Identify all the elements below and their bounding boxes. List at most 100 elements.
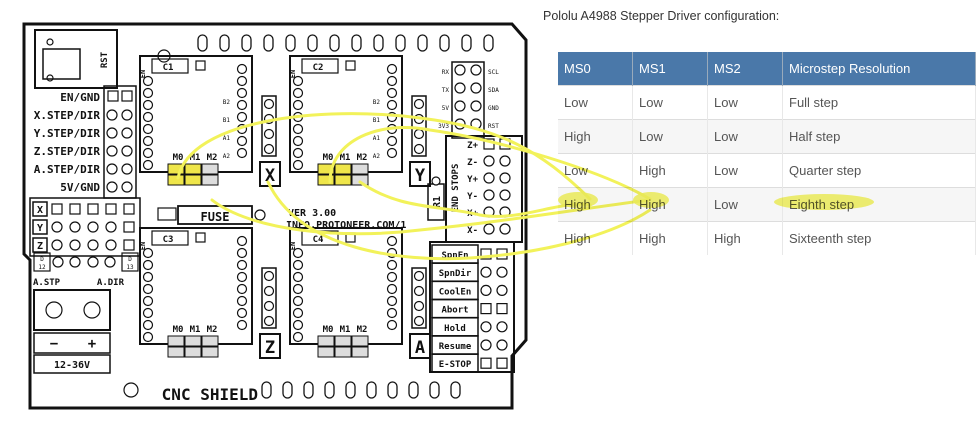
power-polarity-box: [33, 332, 111, 354]
jumper-pin: [201, 335, 219, 347]
serial-label: GND: [488, 105, 499, 112]
pin: [454, 118, 466, 130]
driver-pin: [386, 75, 398, 87]
driver-pin-label: A1: [373, 135, 381, 142]
pin: [121, 109, 133, 121]
left-pin-label: X.STEP/DIR: [34, 109, 101, 122]
driver-pin: [386, 123, 398, 135]
cell-ms1: High: [632, 153, 708, 188]
header-pin: [263, 270, 275, 282]
pin-square: [345, 60, 356, 71]
pin: [483, 206, 495, 218]
jumper-pin: [317, 335, 335, 347]
driver-pin: [292, 295, 304, 307]
jumper-pin: [201, 163, 219, 175]
pin: [483, 223, 495, 235]
driver-pin: [292, 159, 304, 171]
table-row: Low High Low Quarter step: [558, 153, 976, 188]
control-label: Hold: [444, 324, 466, 334]
pin-square: [123, 221, 135, 233]
voltage-label: 12-36V: [54, 360, 90, 371]
driver-pin: [386, 87, 398, 99]
left-pin-label: Z.STEP/DIR: [34, 145, 101, 158]
axis-letter: X: [265, 166, 276, 186]
driver-pin: [142, 271, 154, 283]
en-label: EN: [139, 242, 147, 250]
header-pin: [413, 128, 425, 140]
capacitor-label: C4: [313, 235, 324, 245]
r1-label: R1: [432, 196, 443, 208]
capacitor-label: C3: [163, 235, 174, 245]
pin-square: [87, 203, 99, 215]
d13-box: [121, 252, 139, 272]
header-pin: [263, 143, 275, 155]
driver-pin: [386, 135, 398, 147]
pin: [483, 189, 495, 201]
cnc-shield-diagram: RSTEN/GNDX.STEP/DIRY.STEP/DIRZ.STEP/DIRA…: [22, 22, 528, 410]
pin: [106, 163, 118, 175]
driver-pin-label: A1: [223, 135, 231, 142]
driver-pin: [236, 319, 248, 331]
header-pin: [413, 285, 425, 297]
pin: [105, 239, 117, 251]
serial-label: 5V: [442, 105, 450, 112]
left-pin-label: A.STEP/DIR: [34, 163, 101, 176]
microstep-label: M2: [207, 325, 218, 335]
driver-pin: [236, 63, 248, 75]
control-label: E-STOP: [439, 360, 472, 370]
header-pin: [413, 143, 425, 155]
en-label: EN: [289, 70, 297, 78]
control-label: Resume: [439, 342, 472, 352]
serial-label: 3V3: [438, 123, 449, 130]
driver-pin: [142, 247, 154, 259]
endstop-label: Y-: [467, 192, 478, 202]
pin: [454, 64, 466, 76]
driver-pin: [236, 99, 248, 111]
driver-pin: [236, 307, 248, 319]
header-hole: [387, 381, 398, 399]
axis-header: [261, 267, 277, 329]
cell-resolution: Quarter step: [782, 153, 976, 188]
driver-pin: [292, 87, 304, 99]
jumper-pin: [351, 163, 369, 175]
header-hole: [263, 34, 274, 52]
pin: [69, 239, 81, 251]
pin: [121, 163, 133, 175]
pin-square: [480, 357, 492, 369]
cell-ms1: Low: [632, 119, 708, 154]
driver-pin: [142, 307, 154, 319]
driver-pin: [386, 111, 398, 123]
jumper-pin: [184, 174, 202, 186]
header-pin: [413, 270, 425, 282]
microstep-label: M1: [340, 325, 351, 335]
driver-pin-label: B1: [223, 117, 231, 124]
endstop-label: X+: [467, 209, 478, 219]
pin-square: [496, 303, 508, 315]
reset-pin: [46, 74, 54, 82]
pin: [470, 118, 482, 130]
pin: [87, 256, 99, 268]
pin: [69, 256, 81, 268]
driver-pin: [142, 283, 154, 295]
driver-pin: [292, 99, 304, 111]
control-label: SpnEn: [441, 251, 468, 261]
r1-pin: [431, 176, 441, 186]
driver-pin: [292, 259, 304, 271]
pin: [121, 145, 133, 157]
jumper-pin: [351, 174, 369, 186]
header-pin: [413, 113, 425, 125]
header-hole: [366, 381, 377, 399]
driver-pin-label: A2: [223, 153, 231, 160]
pin-square: [496, 357, 508, 369]
driver-pin-label: A2: [373, 153, 381, 160]
table-row-highlighted: High High Low Eighth step: [558, 187, 976, 222]
version-label: VER 3.00: [288, 208, 336, 219]
jumper-pin: [167, 346, 185, 358]
jumper-pin: [201, 346, 219, 358]
driver-pin: [292, 307, 304, 319]
header-hole: [450, 381, 461, 399]
driver-pin: [386, 235, 398, 247]
jumper-pin: [184, 163, 202, 175]
jumper-pin: [334, 163, 352, 175]
microstep-label: M0: [173, 325, 184, 335]
